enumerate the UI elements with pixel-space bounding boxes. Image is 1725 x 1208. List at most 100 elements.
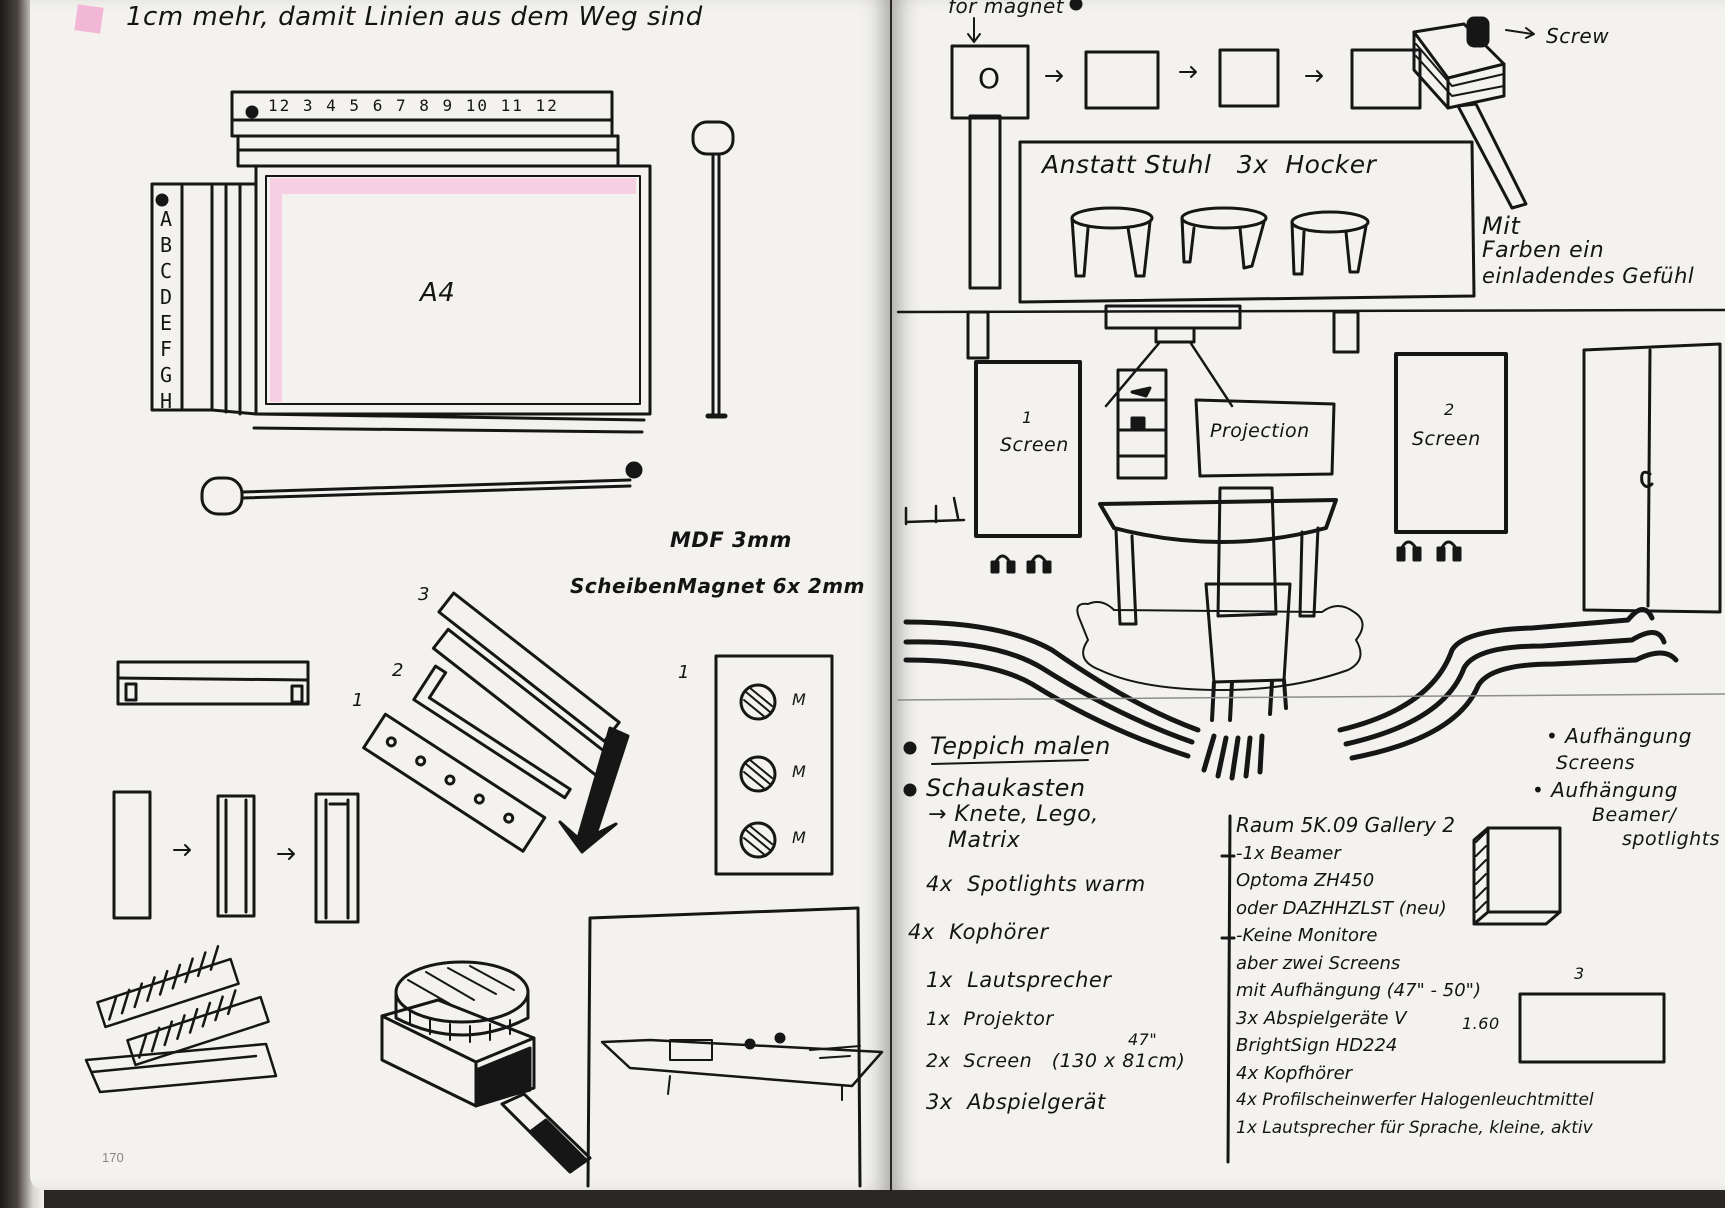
bar-step-a [112, 790, 152, 920]
ruler-letter: A [160, 207, 173, 231]
inventory-item: 4x Kophörer [908, 920, 1049, 944]
magnet-note: ScheibenMagnet 6x 2mm [570, 574, 865, 598]
bar-step-b [216, 794, 256, 918]
ruler-letter: G [160, 363, 173, 387]
stool-box [1018, 140, 1476, 304]
room-list-item: Optoma ZH450 [1236, 870, 1375, 891]
inventory-item: 4x Spotlights warm [926, 872, 1146, 896]
ruler-letter: B [160, 233, 173, 257]
rod-vertical [691, 120, 735, 156]
step-number: 3 [418, 584, 430, 605]
magnet-label: M [792, 828, 807, 847]
room-list: Raum 5K.09 Gallery 2 -1x Beamer Optoma Z… [1236, 812, 1594, 1142]
step-square [1350, 48, 1422, 110]
room-list-item: -1x Beamer [1236, 842, 1341, 864]
left-page-sketches [74, 4, 884, 1188]
box-3 [1518, 992, 1666, 1064]
down-arrow [558, 726, 630, 854]
a4-label: A4 [420, 278, 456, 308]
table-and-chair [1098, 486, 1338, 722]
projection-surface [1194, 398, 1336, 478]
left-page: 1cm mehr, damit Linien aus dem Weg sind … [30, 0, 890, 1190]
rod-horizontal [200, 476, 244, 516]
ruler-letter: F [160, 337, 173, 361]
step-number: 2 [392, 660, 404, 681]
door [1582, 342, 1722, 614]
panel-step-number: 1 [678, 662, 690, 683]
todo-item: Teppich malen [930, 732, 1111, 760]
strip-part [116, 660, 310, 706]
top-ruler-numbers: 12 3 4 5 6 7 8 9 10 11 12 [268, 96, 559, 115]
a4-frame [254, 164, 652, 416]
color-note-line: einladendes Gefühl [1482, 264, 1695, 288]
hanging-note: Screens [1556, 752, 1636, 774]
right-page: for magnet O Screw Anstatt Stuhl 3x Hock… [892, 0, 1725, 1190]
room-list-item: 4x Profilscheinwerfer Halogenleuchtmitte… [1236, 1090, 1594, 1110]
ruler-letter: C [160, 259, 173, 283]
room-list-item: aber zwei Screens [1236, 952, 1401, 974]
hanging-note: • Aufhängung [1532, 778, 1678, 802]
floor-lines [903, 607, 1679, 781]
hanging-note: • Aufhängung [1546, 724, 1692, 748]
screen-1-label: Screen [1000, 434, 1069, 456]
sketch-box [586, 906, 862, 1188]
page-number: 170 [102, 1150, 124, 1165]
magnet-panel [714, 654, 834, 876]
display-shelf [1116, 368, 1168, 480]
todo-item: Matrix [948, 828, 1021, 853]
color-note-line: Farben ein [1482, 238, 1605, 263]
room-list-item: 1x Lautsprecher für Sprache, kleine, akt… [1236, 1117, 1593, 1138]
inventory-item: 2x Screen (130 x 81cm) [926, 1050, 1186, 1072]
todo-item: → Knete, Lego, [928, 802, 1099, 827]
magnet-label: M [792, 762, 807, 781]
magnet-block [380, 960, 592, 1174]
stool [1070, 206, 1370, 278]
step-square [1218, 48, 1280, 108]
ruler-letter: D [160, 285, 173, 309]
ruler-letter: H [160, 389, 173, 413]
todo-item: Schaukasten [926, 774, 1086, 802]
room-list-item: -Keine Monitore [1236, 925, 1378, 946]
spotlight-box [1472, 826, 1562, 926]
room-list-item: 4x Kopfhörer [1236, 1062, 1353, 1084]
color-note-line: Mit [1482, 212, 1521, 240]
ruler-letter: E [160, 311, 173, 335]
screen-1 [974, 360, 1082, 538]
inventory-item: 1x Lautsprecher [926, 968, 1112, 992]
screen-1-number: 1 [1022, 408, 1033, 427]
screen-2-number: 2 [1444, 400, 1455, 419]
box-3-number: 3 [1574, 964, 1585, 983]
inventory-item: 1x Projektor [926, 1008, 1054, 1030]
top-note: 1cm mehr, damit Linien aus dem Weg sind [126, 2, 703, 32]
hanging-note: Beamer/ [1592, 804, 1677, 826]
room-list-item: oder DAZHHZLST (neu) [1236, 897, 1447, 919]
step-square [1084, 50, 1160, 110]
rug [1076, 601, 1364, 691]
sign-circle-label: O [978, 62, 1001, 95]
stool-note: Anstatt Stuhl 3x Hocker [1042, 150, 1377, 179]
magnet-sign [950, 44, 1030, 120]
screw-note: Screw [1546, 24, 1610, 48]
pink-marker [74, 4, 104, 34]
room-list-item: Raum 5K.09 Gallery 2 [1236, 813, 1455, 837]
screen-2 [1394, 352, 1508, 534]
hanging-note: spotlights [1622, 828, 1721, 850]
inventory-item: 3x Abspielgerät [926, 1090, 1106, 1114]
screen-size-note: 47" [1128, 1030, 1158, 1049]
room-list-item: 3x Abspielgeräte V [1236, 1007, 1407, 1029]
projector-beam [1104, 340, 1234, 408]
screen-2-label: Screen [1412, 428, 1481, 450]
perforated-strip [362, 712, 547, 853]
headphones [990, 540, 1462, 574]
room-list-item: mit Aufhängung (47" - 50") [1236, 980, 1481, 1001]
height-note: 1.60 [1462, 1014, 1500, 1033]
room-list-item: BrightSign HD224 [1236, 1035, 1398, 1056]
right-page-sketches [896, 0, 1725, 1164]
projection-label: Projection [1210, 420, 1310, 442]
screw-mount [1412, 16, 1535, 210]
step-number: 1 [352, 690, 364, 711]
material-note: MDF 3mm [670, 528, 792, 552]
for-magnet-note: for magnet [948, 0, 1065, 18]
magnet-label: M [792, 690, 807, 709]
